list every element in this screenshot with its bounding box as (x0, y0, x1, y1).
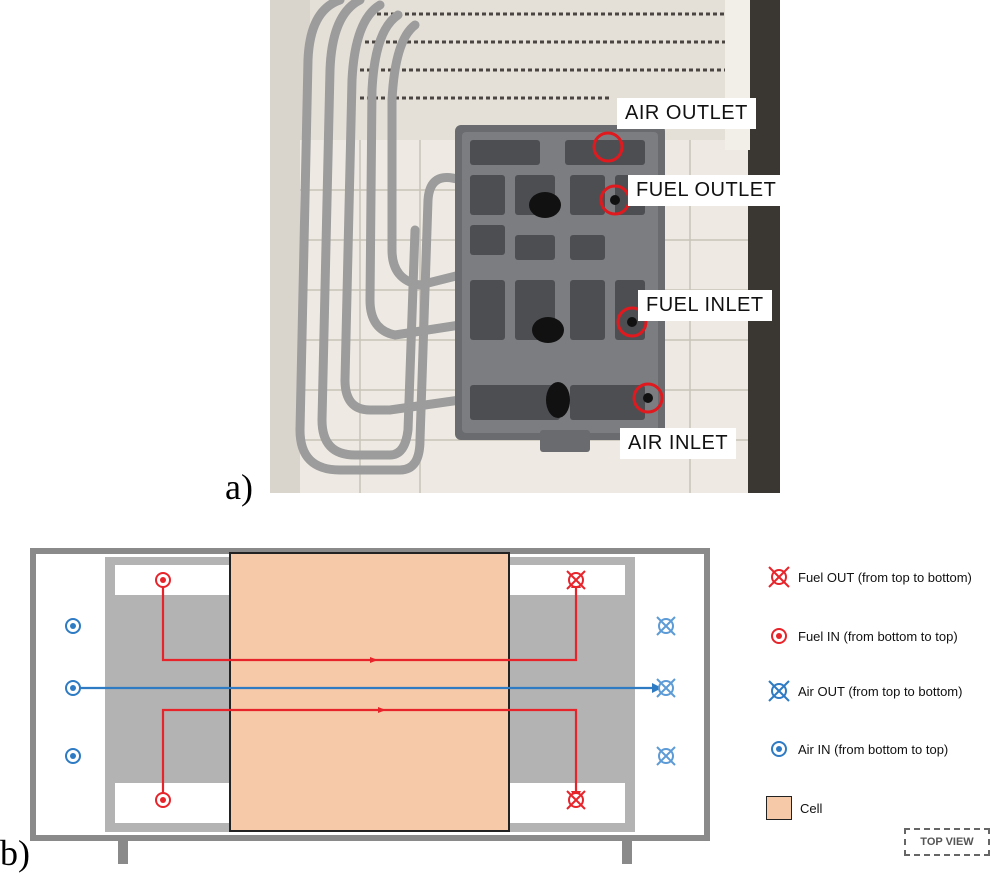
air-in-symbol-2 (65, 680, 81, 696)
frame-leg-right (622, 836, 632, 864)
legend-fuel-out-label: Fuel OUT (from top to bottom) (798, 569, 972, 585)
panel-b-letter: b) (0, 833, 30, 873)
fuel-path-bottom (161, 708, 578, 800)
air-out-symbol-1 (656, 616, 676, 636)
fuel-out-icon (768, 566, 790, 588)
flow-schematic (30, 548, 710, 864)
cell (229, 552, 510, 832)
fuel-out-symbol-bottom (566, 790, 586, 810)
furnace-photo-illustration (270, 0, 780, 493)
fuel-arrow-bottom-mid (378, 707, 386, 713)
panel-a-letter: a) (225, 467, 253, 507)
top-view-label: TOP VIEW (904, 828, 990, 856)
legend-cell-label: Cell (800, 800, 823, 816)
legend-cell: Cell (766, 794, 822, 822)
air-outlet-label: AIR OUTLET (617, 98, 756, 129)
fuel-manifold-bottom-left (115, 783, 233, 823)
air-inlet-label: AIR INLET (620, 428, 737, 459)
fuel-out-symbol-top (566, 570, 586, 590)
air-in-icon (771, 741, 787, 757)
air-in-symbol-3 (65, 748, 81, 764)
fuel-path-top (161, 580, 578, 662)
air-in-symbol-1 (65, 618, 81, 634)
fuel-outlet-label: FUEL OUTLET (628, 175, 780, 206)
furnace-photo: AIR OUTLET FUEL OUTLET FUEL INLET AIR IN… (270, 0, 780, 493)
legend-air-in-label: Air IN (from bottom to top) (798, 741, 949, 757)
legend-air-out-label: Air OUT (from top to bottom) (798, 683, 963, 699)
fuel-manifold-bottom-right (510, 783, 625, 823)
air-out-symbol-3 (656, 746, 676, 766)
air-out-symbol-2 (656, 678, 676, 698)
air-out-icon (768, 680, 790, 702)
legend-air-out: Air OUT (from top to bottom) (766, 677, 962, 705)
fuel-inlet-label: FUEL INLET (638, 290, 772, 321)
fuel-manifold-top-right (510, 565, 625, 595)
legend-fuel-out: Fuel OUT (from top to bottom) (766, 563, 972, 591)
legend-fuel-in-label: Fuel IN (from bottom to top) (798, 628, 958, 644)
fuel-in-symbol-top (155, 572, 171, 588)
fuel-in-symbol-bottom (155, 792, 171, 808)
legend-fuel-in: Fuel IN (from bottom to top) (766, 622, 958, 650)
frame-leg-left (118, 836, 128, 864)
cell-swatch (766, 796, 792, 820)
fuel-in-icon (771, 628, 787, 644)
air-arrow-end (652, 683, 662, 693)
fuel-arrow-top-mid (370, 657, 378, 663)
fuel-flow-paths (161, 580, 578, 800)
legend-air-in: Air IN (from bottom to top) (766, 735, 948, 763)
fuel-manifold-top-left (115, 565, 233, 595)
